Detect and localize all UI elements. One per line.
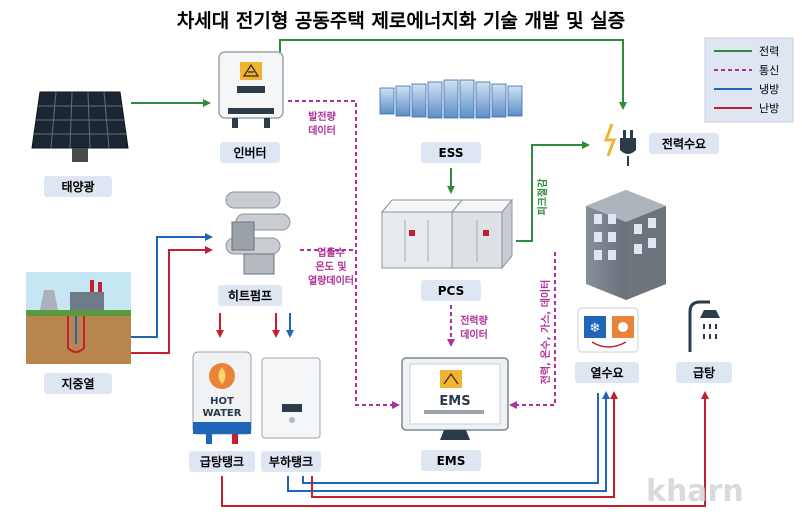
hvac-icon: ❄ — [577, 307, 639, 353]
svg-text:❄: ❄ — [590, 321, 601, 336]
ess-icon — [379, 79, 523, 119]
annotation-generation-data-2: 데이터 — [308, 124, 336, 137]
diagram-title: 차세대 전기형 공동주택 제로에너지화 기술 개발 및 실증 — [177, 10, 625, 32]
hot-water-tank-label: 급탕탱크 — [200, 454, 244, 469]
annotation-building-data: 전력, 온수, 가스, 데이터 — [539, 280, 552, 385]
line-loadtank-heatdemand-cooling — [287, 391, 610, 492]
pcs-icon — [380, 198, 514, 270]
annotation-heatpump-data-3: 열량데이터 — [308, 274, 354, 287]
building-icon — [586, 190, 666, 300]
line-comm-inverter-ems — [288, 100, 400, 409]
geothermal-label: 지중열 — [61, 376, 94, 391]
pcs-label: PCS — [438, 284, 464, 298]
pcs-label-box — [421, 280, 481, 301]
ess-label-box — [421, 142, 481, 163]
legend-label-cooling: 냉방 — [759, 83, 779, 96]
hot-water-supply-label-box — [676, 362, 732, 383]
ems-monitor-icon: EMS — [401, 357, 509, 440]
watermark: kharn — [646, 474, 744, 509]
annotation-heatpump-data-1: 입출수 — [317, 246, 345, 259]
plug-icon — [603, 123, 636, 166]
annotation-power-data-1: 전력량 — [460, 314, 488, 327]
line-comm-building-ems — [509, 252, 556, 409]
heatpump-label-box — [218, 285, 282, 306]
line-loadtank-heatdemand-heating — [311, 391, 618, 498]
shower-icon — [688, 300, 720, 352]
line-geo-heatpump-cooling — [131, 233, 213, 338]
annotation-generation-data-1: 발전량 — [308, 110, 336, 123]
ems-label: EMS — [437, 454, 466, 468]
hot-water-tank-icon: HOT WATER — [192, 351, 252, 444]
heatpump-label: 히트펌프 — [228, 288, 272, 303]
ess-label: ESS — [439, 146, 464, 160]
legend-label-power: 전력 — [759, 45, 779, 58]
hot-water-tank-label-box — [189, 451, 255, 472]
power-demand-label: 전력수요 — [662, 136, 706, 151]
solar-label: 태양광 — [61, 179, 94, 194]
solar-label-box — [44, 176, 112, 197]
hot-water-supply-label: 급탕 — [693, 365, 715, 380]
solar-panel-icon — [31, 91, 129, 162]
annotation-power-data-2: 데이터 — [460, 328, 488, 341]
load-tank-label-box — [261, 451, 321, 472]
load-tank-icon — [261, 357, 321, 439]
hot-water-text-2: WATER — [203, 408, 242, 419]
heat-demand-label: 열수요 — [590, 365, 623, 380]
inverter-icon — [218, 51, 284, 128]
line-pcs-power-demand — [516, 141, 590, 242]
annotation-peak-cut: 피크절감 — [536, 178, 549, 216]
annotation-heatpump-data-2: 온도 및 — [315, 261, 346, 273]
legend-label-comm: 통신 — [759, 64, 779, 77]
heat-demand-label-box — [575, 362, 639, 383]
power-demand-label-box — [649, 133, 719, 154]
geothermal-label-box — [44, 373, 112, 394]
heatpump-icon — [225, 191, 291, 275]
inverter-label-box — [220, 142, 280, 163]
hot-water-text-1: HOT — [210, 396, 234, 407]
legend: 전력 통신 냉방 난방 — [704, 37, 794, 123]
load-tank-label: 부하탱크 — [269, 454, 313, 469]
ems-label-box — [421, 450, 481, 471]
line-geo-heatpump-heating — [131, 246, 213, 354]
inverter-label: 인버터 — [233, 145, 266, 160]
ems-screen-text: EMS — [439, 394, 470, 409]
geothermal-icon — [26, 272, 131, 364]
legend-label-heating: 난방 — [759, 102, 779, 115]
line-hottank-hotwater — [221, 391, 709, 507]
line-loadtank-heatdemand-return — [302, 393, 599, 484]
